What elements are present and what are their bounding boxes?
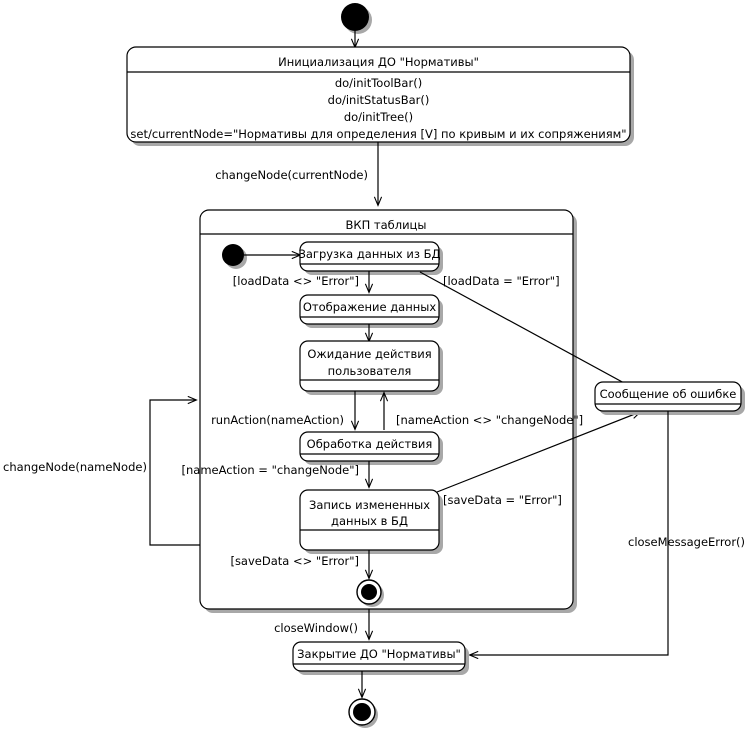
inner-initial-state-node <box>222 244 247 269</box>
state-error-message-label: Сообщение об ошибке <box>600 387 737 401</box>
transition-label-close-window: closeWindow() <box>274 621 358 635</box>
state-wait-user-action[interactable] <box>299 340 443 395</box>
state-process-action[interactable] <box>299 431 443 465</box>
state-init-activity-tree: do/initTree() <box>344 110 413 124</box>
state-init-activity-toolbar: do/initToolBar() <box>335 76 422 90</box>
state-wait-user-action-label-1: Ожидание действия <box>307 347 431 361</box>
guard-load-data-error: [loadData = "Error"] <box>443 274 560 288</box>
state-save-data[interactable] <box>299 489 443 554</box>
state-show-data[interactable] <box>299 294 443 328</box>
transition-loaddata-to-errormessage <box>419 271 637 390</box>
state-load-data-label: Загрузка данных из БД <box>298 247 440 261</box>
transition-errormessage-to-closestate <box>470 411 669 655</box>
state-save-data-label-2: данных в БД <box>331 514 408 528</box>
final-state-node <box>348 698 378 728</box>
transition-label-change-node-name: changeNode(nameNode) <box>3 460 147 474</box>
state-close-do-normativy[interactable] <box>292 641 469 675</box>
composite-state-vkp-tablicy[interactable] <box>199 209 577 613</box>
guard-name-action-not-equal: [nameAction <> "changeNode"] <box>396 413 583 427</box>
transition-label-run-action: runAction(nameAction) <box>211 413 344 427</box>
composite-state-title: ВКП таблицы <box>346 218 427 232</box>
transition-label-close-message-error: closeMessageError() <box>628 535 745 549</box>
guard-name-action-equal: [nameAction = "changeNode"] <box>182 463 359 477</box>
transition-label-change-node-current: changeNode(currentNode) <box>215 168 368 182</box>
inner-final-state-node <box>356 579 384 607</box>
state-init-title: Инициализация ДО "Нормативы" <box>278 55 479 69</box>
initial-state-node <box>341 3 372 34</box>
state-init-do-normativy[interactable] <box>126 46 634 146</box>
state-save-data-label-1: Запись измененных <box>309 498 430 512</box>
state-close-label: Закрытие ДО "Нормативы" <box>297 647 461 661</box>
state-init-activity-setnode: set/currentNode="Нормативы для определен… <box>130 127 626 141</box>
state-load-data[interactable] <box>299 241 443 275</box>
guard-save-data-error: [saveData = "Error"] <box>443 493 562 507</box>
state-wait-user-action-label-2: пользователя <box>328 364 412 378</box>
state-init-activity-statusbar: do/initStatusBar() <box>328 93 430 107</box>
guard-load-data-ok: [loadData <> "Error"] <box>233 274 359 288</box>
state-process-action-label: Обработка действия <box>307 437 433 451</box>
transition-savedata-to-errormessage <box>436 412 640 493</box>
guard-save-data-ok: [saveData <> "Error"] <box>230 554 359 568</box>
state-error-message[interactable] <box>594 381 745 415</box>
transition-composite-self-change-node <box>149 400 200 546</box>
state-show-data-label: Отображение данных <box>303 300 437 314</box>
